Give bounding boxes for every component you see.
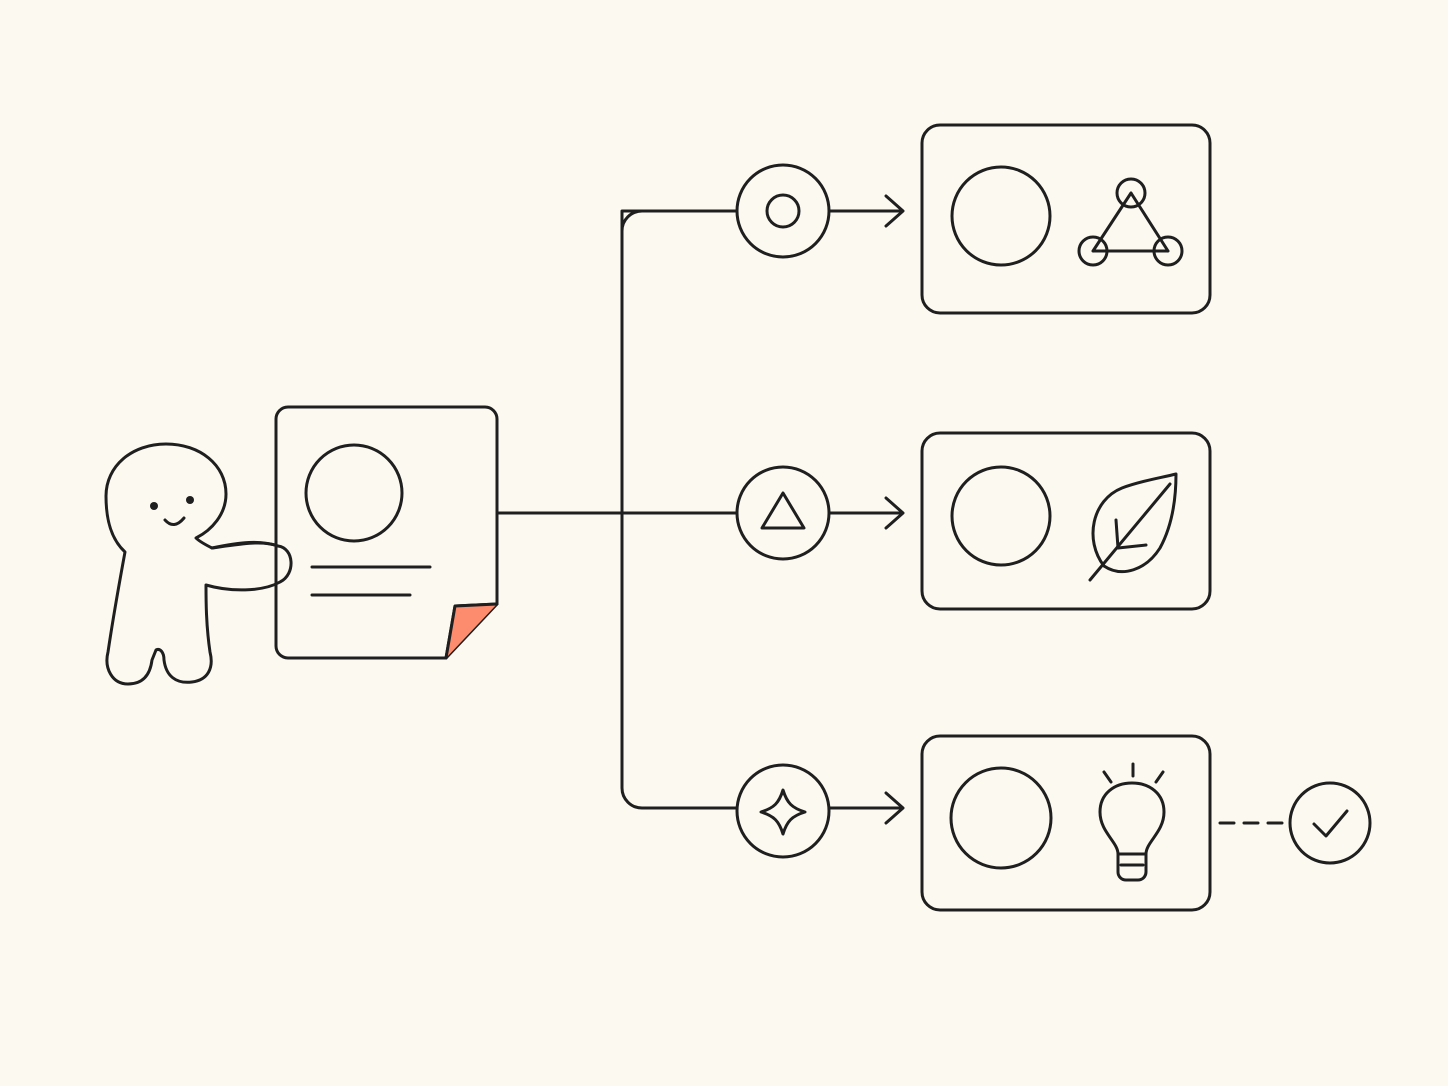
connector-lines <box>496 194 1292 825</box>
network-triangle-icon <box>1077 177 1184 267</box>
sparkle-icon <box>759 788 807 836</box>
triangle-marker <box>735 465 831 561</box>
smiling-character <box>104 442 293 686</box>
card-middle-panel <box>920 431 1212 611</box>
triangle-marker-circle <box>735 465 831 561</box>
triangle-icon <box>760 491 806 530</box>
card-top-panel <box>920 123 1212 315</box>
circle-icon <box>950 465 1052 567</box>
result-check <box>1288 781 1372 865</box>
character-eye-right <box>186 496 194 504</box>
character-body <box>104 442 293 686</box>
character-smile <box>163 516 186 526</box>
document-icon <box>274 405 499 660</box>
circle-icon <box>950 165 1052 267</box>
document-fold-outline <box>444 602 499 660</box>
arrow-top <box>827 194 905 228</box>
ring-icon <box>765 193 801 229</box>
document-portrait-circle <box>304 443 404 543</box>
ring-marker <box>735 163 831 259</box>
connector-trunk <box>620 209 739 810</box>
circle-icon <box>949 766 1053 870</box>
result-circle <box>1288 781 1372 865</box>
arrow-bottom <box>827 791 905 825</box>
document-fold-fill <box>446 604 497 658</box>
arrow-middle <box>827 496 905 530</box>
connector-trunk-top-corner <box>620 209 644 233</box>
sparkle-marker-circle <box>735 763 831 859</box>
sparkle-marker <box>735 763 831 859</box>
card-bottom <box>920 734 1212 912</box>
checkmark-icon <box>1312 809 1349 838</box>
card-top <box>920 123 1212 315</box>
lightbulb-icon <box>1098 762 1166 882</box>
leaf-icon <box>1088 472 1178 582</box>
character-arm <box>210 541 280 550</box>
ring-marker-circle <box>735 163 831 259</box>
card-middle <box>920 431 1212 611</box>
card-bottom-panel <box>920 734 1212 912</box>
document-page <box>274 405 499 660</box>
character-eye-left <box>150 502 158 510</box>
